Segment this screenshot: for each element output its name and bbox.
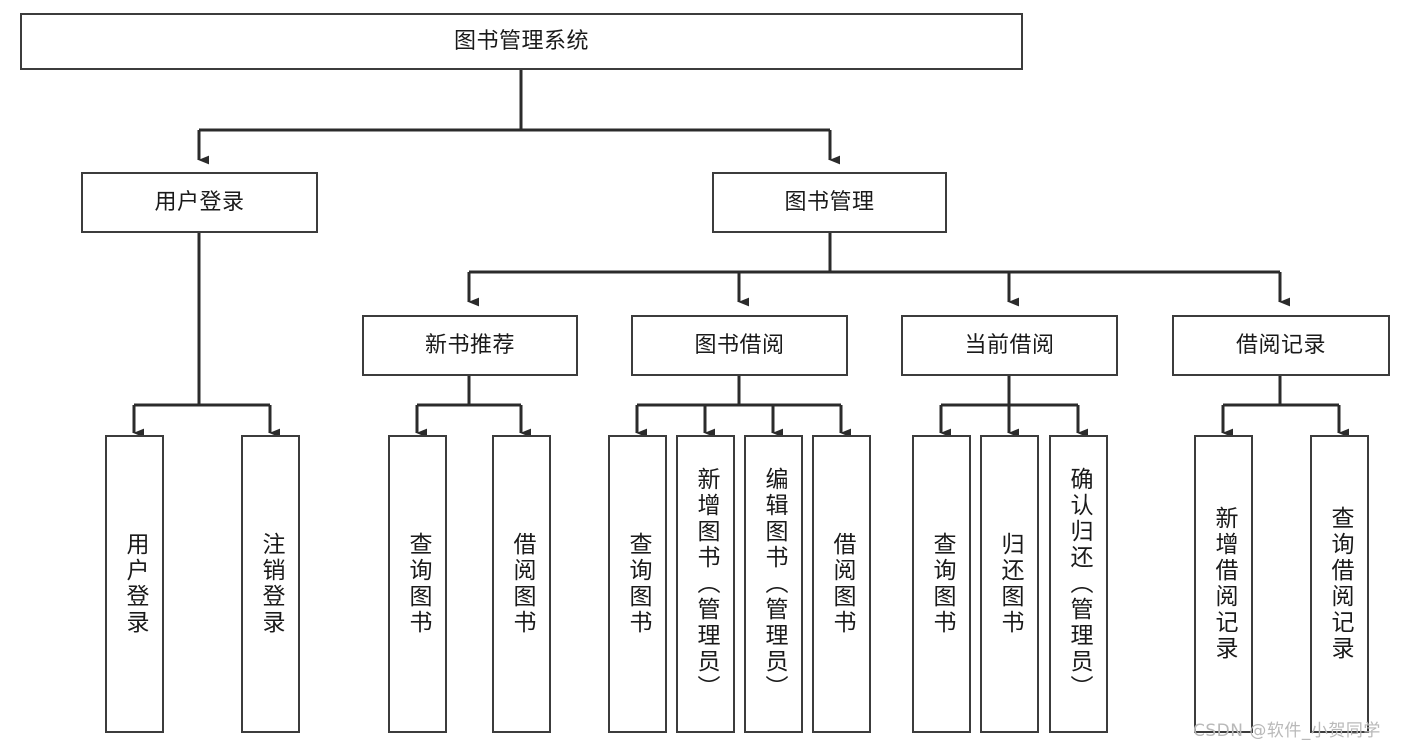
node-book-management-label: 图书管理 (784, 189, 875, 215)
leaf-new-book-recommend-0-label: 查询图书 (405, 532, 431, 636)
node-new-book-recommend[interactable]: 新书推荐 (362, 315, 578, 376)
leaf-current-borrow-2[interactable]: 确认归还（管理员） (1049, 435, 1108, 733)
leaf-current-borrow-0-label: 查询图书 (929, 532, 955, 636)
csdn-watermark: CSDN @软件_小贺同学 (1193, 721, 1381, 741)
node-book-borrow[interactable]: 图书借阅 (631, 315, 848, 376)
leaf-book-borrow-2[interactable]: 编辑图书（管理员） (744, 435, 803, 733)
leaf-book-borrow-0-label: 查询图书 (625, 532, 651, 636)
leaf-user-login-1-label: 注销登录 (258, 532, 284, 636)
node-current-borrow[interactable]: 当前借阅 (901, 315, 1118, 376)
leaf-user-login-0[interactable]: 用户登录 (105, 435, 164, 733)
node-user-login[interactable]: 用户登录 (81, 172, 318, 233)
node-current-borrow-label: 当前借阅 (964, 332, 1055, 358)
leaf-current-borrow-2-label: 确认归还（管理员） (1066, 467, 1092, 701)
node-user-login-label: 用户登录 (154, 189, 245, 215)
leaf-current-borrow-1-label: 归还图书 (997, 532, 1023, 636)
leaf-book-borrow-1[interactable]: 新增图书（管理员） (676, 435, 735, 733)
connector-lines (132, 70, 1350, 438)
leaf-book-borrow-2-label: 编辑图书（管理员） (761, 467, 787, 701)
leaf-user-login-1[interactable]: 注销登录 (241, 435, 300, 733)
node-root[interactable]: 图书管理系统 (20, 13, 1023, 70)
node-book-management[interactable]: 图书管理 (712, 172, 947, 233)
leaf-borrow-records-0[interactable]: 新增借阅记录 (1194, 435, 1253, 733)
leaf-book-borrow-0[interactable]: 查询图书 (608, 435, 667, 733)
leaf-new-book-recommend-0[interactable]: 查询图书 (388, 435, 447, 733)
leaf-borrow-records-1-label: 查询借阅记录 (1327, 506, 1353, 662)
node-new-book-recommend-label: 新书推荐 (424, 332, 515, 358)
leaf-book-borrow-1-label: 新增图书（管理员） (693, 467, 719, 701)
leaf-current-borrow-1[interactable]: 归还图书 (980, 435, 1039, 733)
leaf-borrow-records-0-label: 新增借阅记录 (1211, 506, 1237, 662)
leaf-current-borrow-0[interactable]: 查询图书 (912, 435, 971, 733)
node-root-label: 图书管理系统 (453, 28, 589, 54)
leaf-new-book-recommend-1[interactable]: 借阅图书 (492, 435, 551, 733)
leaf-book-borrow-3[interactable]: 借阅图书 (812, 435, 871, 733)
leaf-new-book-recommend-1-label: 借阅图书 (509, 532, 535, 636)
leaf-book-borrow-3-label: 借阅图书 (829, 532, 855, 636)
leaf-user-login-0-label: 用户登录 (122, 532, 148, 636)
node-borrow-records-label: 借阅记录 (1235, 332, 1326, 358)
node-book-borrow-label: 图书借阅 (694, 332, 785, 358)
node-borrow-records[interactable]: 借阅记录 (1172, 315, 1390, 376)
leaf-borrow-records-1[interactable]: 查询借阅记录 (1310, 435, 1369, 733)
